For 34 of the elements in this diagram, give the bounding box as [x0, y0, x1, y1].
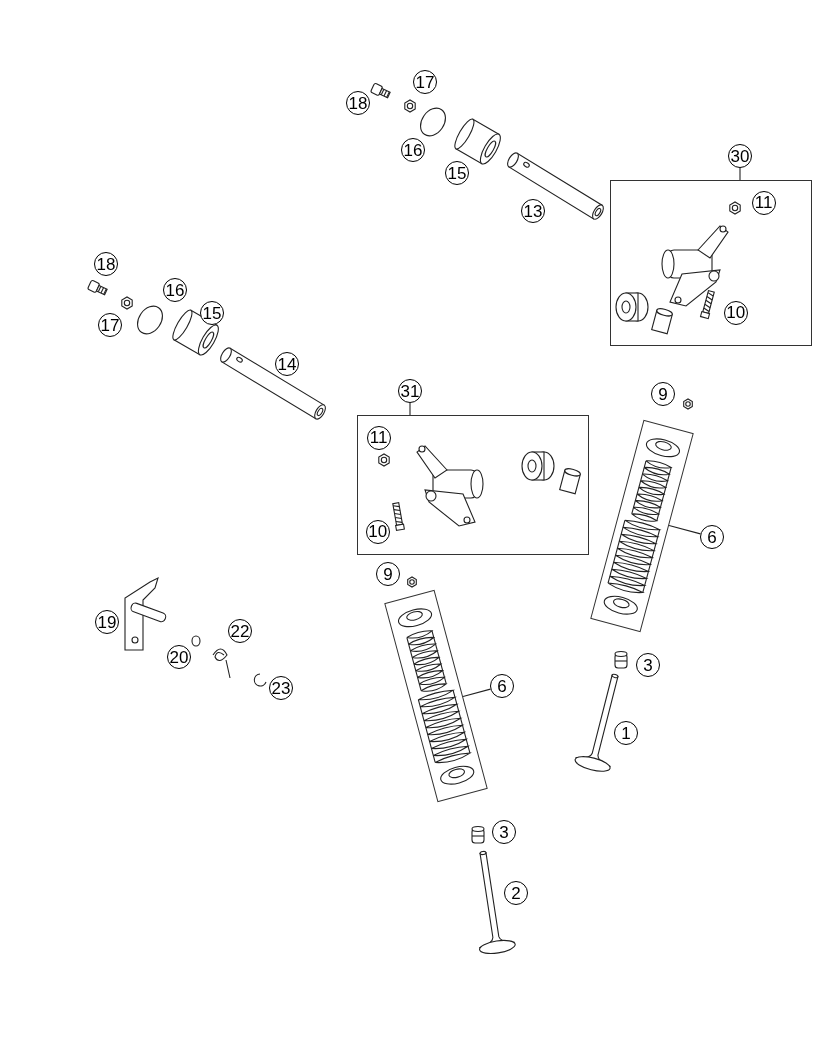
callout-number: 10 — [365, 519, 390, 544]
callout-number: 15 — [200, 301, 224, 325]
leader-line — [462, 688, 491, 697]
assembly-frame — [610, 180, 812, 346]
callout-number: 16 — [163, 278, 187, 302]
callout-number: 1 — [614, 721, 638, 745]
callout-number: 9 — [651, 382, 675, 406]
callout-number: 20 — [167, 645, 191, 669]
leader-line — [739, 167, 741, 181]
callout-number: 19 — [95, 610, 119, 634]
callout-number: 11 — [366, 425, 391, 450]
callout-number: 10 — [723, 300, 748, 325]
callout-number: 3 — [636, 653, 660, 677]
callout-number: 2 — [504, 881, 528, 905]
callout-number: 14 — [275, 352, 299, 376]
callout-number: 22 — [228, 619, 252, 643]
callout-number: 6 — [700, 525, 724, 549]
callout-number: 18 — [346, 91, 370, 115]
callout-number: 17 — [413, 70, 437, 94]
assembly-frame — [357, 415, 589, 555]
callout-number: 18 — [94, 252, 118, 276]
callout-number: 11 — [751, 190, 776, 215]
callout-number: 6 — [490, 674, 514, 698]
callout-number: 3 — [492, 820, 516, 844]
callout-number: 9 — [376, 562, 400, 586]
callout-number: 15 — [445, 161, 469, 185]
leader-line — [668, 524, 701, 535]
callout-number: 31 — [398, 379, 422, 403]
callout-number: 16 — [401, 138, 425, 162]
callout-number: 30 — [728, 144, 752, 168]
callout-number: 23 — [269, 676, 293, 700]
callout-number: 17 — [98, 313, 122, 337]
callout-number: 13 — [521, 199, 545, 223]
leader-line — [409, 402, 411, 416]
